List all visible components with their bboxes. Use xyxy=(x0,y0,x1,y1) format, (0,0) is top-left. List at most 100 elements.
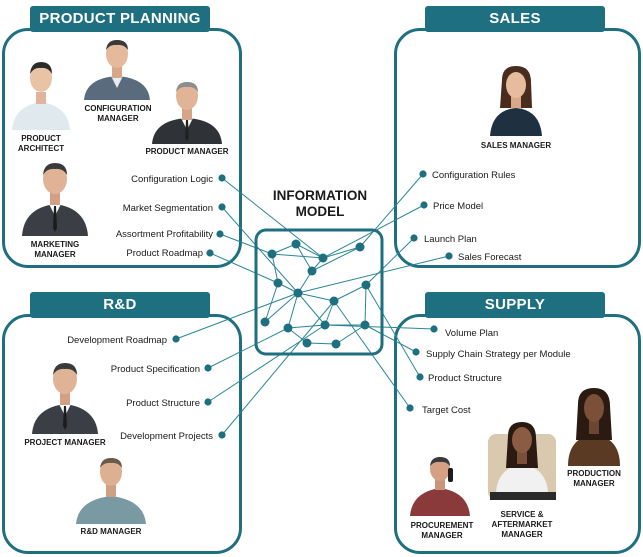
procurement-manager-figure xyxy=(410,457,470,516)
service-aftermarket-manager-figure xyxy=(488,422,556,500)
sales-item-price-model: Price Model xyxy=(433,201,484,212)
pp-item-assortment-profitability: Assortment Profitability xyxy=(115,229,213,240)
network-link xyxy=(322,246,361,259)
production-manager-figure xyxy=(568,388,620,466)
role-configuration-manager: CONFIGURATION MANAGER xyxy=(84,104,152,123)
network-link xyxy=(175,292,299,340)
network-link xyxy=(271,253,279,284)
supply-item-product-structure: Product Structure xyxy=(428,373,502,384)
network-node xyxy=(273,278,283,288)
rd-item-product-specification: Product Specification xyxy=(110,364,200,375)
item-connector-node xyxy=(410,234,418,242)
rd-panel xyxy=(2,314,242,554)
network-link xyxy=(365,237,415,286)
role-project-manager: PROJECT MANAGER xyxy=(24,438,106,447)
network-node xyxy=(267,249,277,259)
network-link xyxy=(207,324,326,403)
network-link xyxy=(209,252,279,284)
item-connector-node xyxy=(218,431,226,439)
network-link xyxy=(297,292,335,302)
sales-item-sales-forecast: Sales Forecast xyxy=(458,252,522,263)
item-connector-node xyxy=(204,364,212,372)
item-connector-node xyxy=(412,348,420,356)
rd-title: R&D xyxy=(30,292,210,318)
pp-item-market-segmentation: Market Segmentation xyxy=(122,203,213,214)
role-sales-manager: SALES MANAGER xyxy=(480,141,552,150)
network-node xyxy=(307,266,317,276)
network-link xyxy=(287,292,299,329)
item-connector-node xyxy=(420,201,428,209)
role-marketing-manager: MARKETING MANAGER xyxy=(30,240,80,259)
network-link xyxy=(364,324,417,353)
network-link xyxy=(335,324,366,345)
network-link xyxy=(364,284,367,326)
network-node xyxy=(320,320,330,330)
supply-item-supply-chain-strategy: Supply Chain Strategy per Module xyxy=(426,349,571,360)
role-procurement-manager: PROCUREMENT MANAGER xyxy=(410,521,474,540)
network-node xyxy=(291,239,301,249)
network-link xyxy=(221,177,324,259)
network-link xyxy=(219,233,273,255)
item-connector-node xyxy=(406,404,414,412)
sales-item-launch-plan: Launch Plan xyxy=(424,234,477,245)
product-planning-title: PRODUCT PLANNING xyxy=(30,6,210,32)
network-node xyxy=(318,253,328,263)
product-architect-figure xyxy=(12,62,70,130)
network-link xyxy=(264,292,299,323)
item-connector-node xyxy=(216,230,224,238)
rd-manager-figure xyxy=(76,458,146,524)
network-node xyxy=(360,320,370,330)
network-link xyxy=(295,243,313,272)
network-link xyxy=(333,284,367,302)
item-connector-node xyxy=(172,335,180,343)
network-node xyxy=(283,323,293,333)
network-link xyxy=(365,284,421,378)
network-node xyxy=(329,296,339,306)
network-link xyxy=(221,206,299,294)
network-node xyxy=(293,288,303,298)
role-production-manager: PRODUCTION MANAGER xyxy=(567,469,621,488)
network-link xyxy=(221,300,335,436)
network-link xyxy=(287,324,326,329)
rd-item-development-projects: Development Projects xyxy=(120,431,213,442)
item-connector-node xyxy=(206,249,214,257)
network-link xyxy=(297,255,450,294)
item-connector-node xyxy=(430,325,438,333)
network-node xyxy=(331,339,341,349)
item-connector-node xyxy=(218,203,226,211)
network-link xyxy=(295,243,324,259)
pp-item-product-roadmap: Product Roadmap xyxy=(126,248,203,259)
item-connector-node xyxy=(218,174,226,182)
sales-title: SALES xyxy=(425,6,605,32)
information-model-title: INFORMATION MODEL xyxy=(272,188,368,219)
supply-item-volume-plan: Volume Plan xyxy=(445,328,499,339)
marketing-manager-figure xyxy=(22,163,88,236)
item-connector-node xyxy=(419,170,427,178)
configuration-manager-figure xyxy=(84,40,150,100)
role-service-aftermarket-manager: SERVICE & AFTERMARKET MANAGER xyxy=(491,510,553,539)
supply-title: SUPPLY xyxy=(425,292,605,318)
role-product-manager: PRODUCT MANAGER xyxy=(145,147,229,156)
network-link xyxy=(311,246,361,272)
sales-manager-figure xyxy=(490,66,542,136)
network-link xyxy=(324,324,435,330)
pp-item-configuration-logic: Configuration Logic xyxy=(131,174,213,185)
network-node xyxy=(302,338,312,348)
sales-item-configuration-rules: Configuration Rules xyxy=(432,170,516,181)
network-link xyxy=(306,342,337,345)
item-connector-node xyxy=(416,373,424,381)
project-manager-figure xyxy=(32,363,98,434)
network-node xyxy=(361,280,371,290)
network-link xyxy=(359,173,424,248)
role-rd-manager: R&D MANAGER xyxy=(80,527,142,536)
product-manager-figure xyxy=(152,82,222,144)
network-link xyxy=(271,253,324,259)
network-link xyxy=(207,327,289,369)
supply-item-target-cost: Target Cost xyxy=(422,405,471,416)
item-connector-node xyxy=(445,252,453,260)
network-node xyxy=(260,317,270,327)
network-link xyxy=(297,292,326,326)
rd-item-development-roadmap: Development Roadmap xyxy=(67,335,167,346)
network-node xyxy=(355,242,365,252)
